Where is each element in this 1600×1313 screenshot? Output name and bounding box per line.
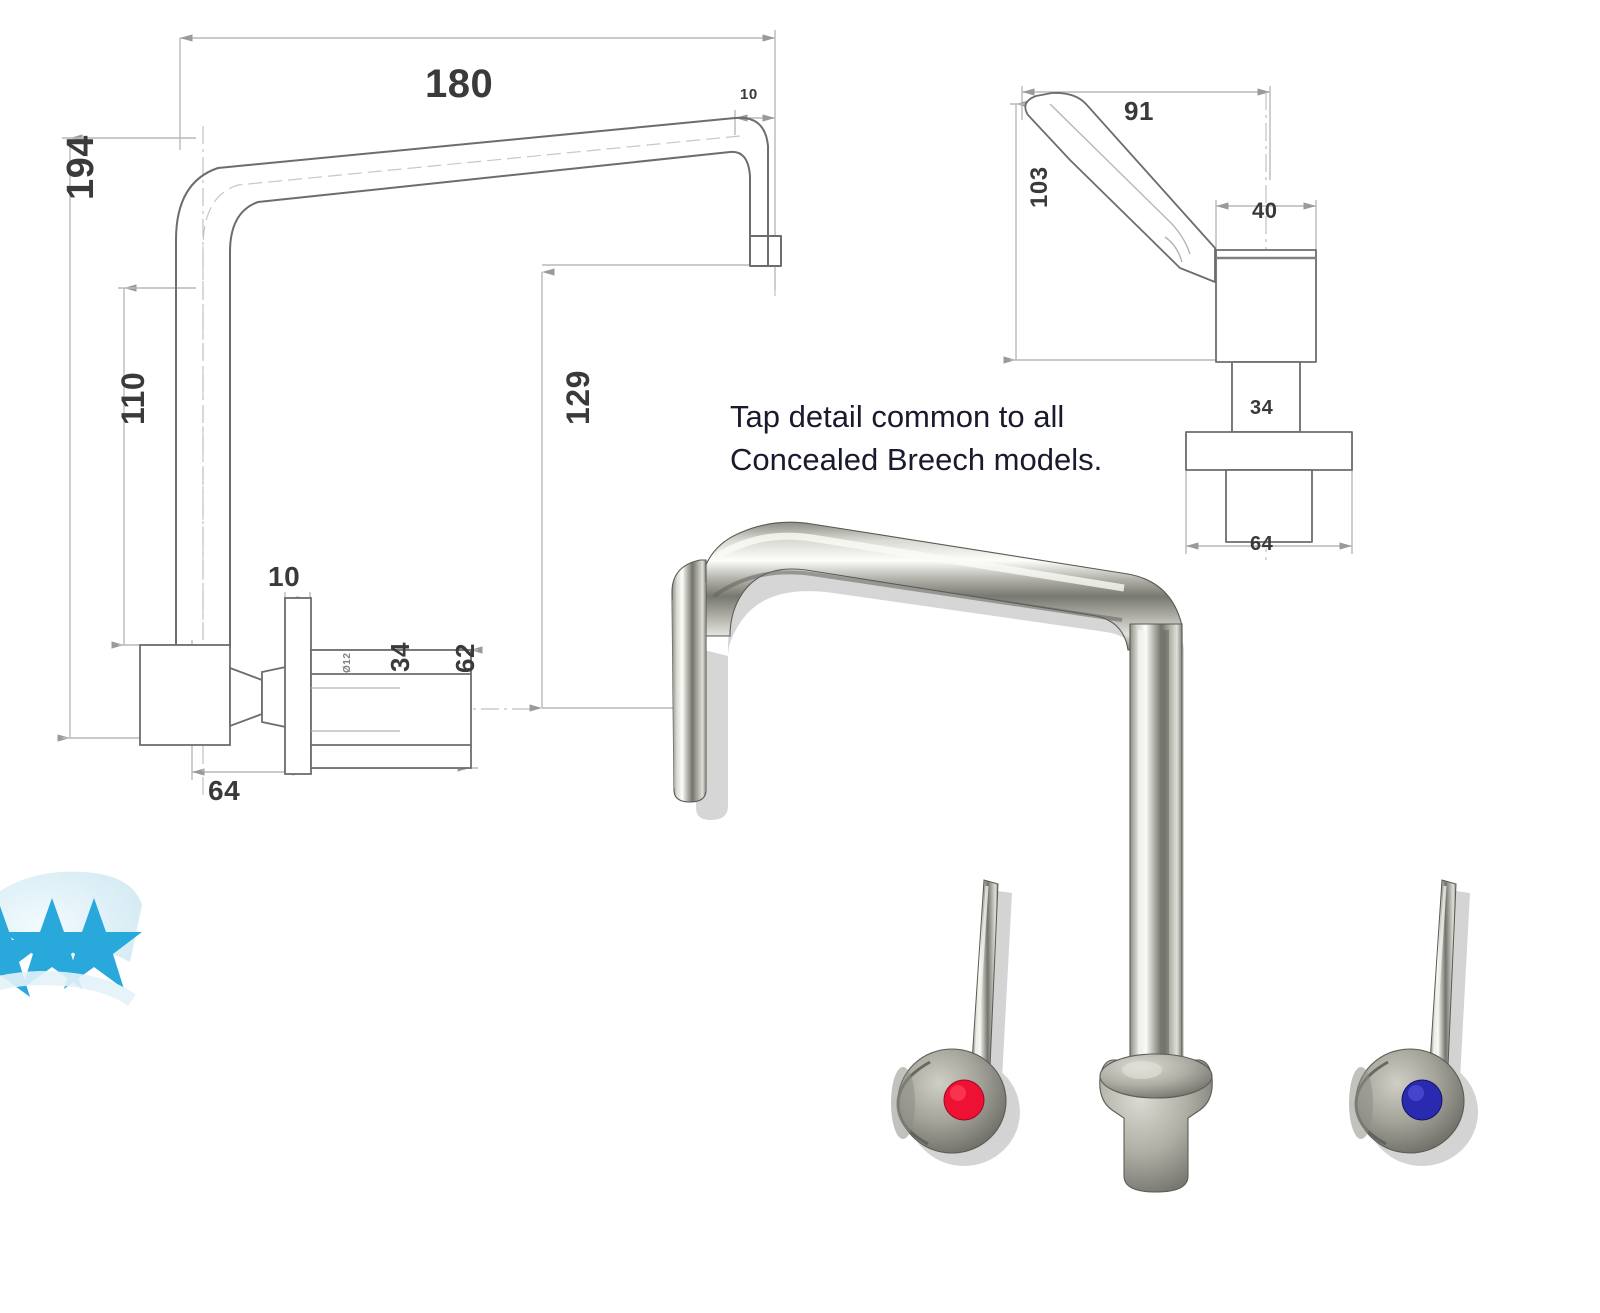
dim-label-34-shank: 34 [385,642,415,672]
dim-label-129: 129 [560,370,596,425]
dim-label-62-body: 62 [450,643,480,673]
hot-handle [891,879,1020,1166]
spout-centre-line [202,135,741,700]
dim-label-10-tip: 10 [740,86,758,103]
dim-label-180: 180 [425,62,494,106]
caption-line-2: Concealed Breech models. [730,441,1103,477]
chrome-faucet-photo [671,521,1213,1193]
spout-outline [175,116,782,738]
dim-label-194: 194 [60,135,102,200]
tap-detail-outline [1024,92,1353,543]
dim-label-103-lever-height: 103 [1026,166,1053,208]
tap-detail-caption: Tap detail common to all Concealed Breec… [730,396,1190,482]
dim-label-34-tap-shank: 34 [1250,397,1274,419]
dim-label-91-lever: 91 [1124,96,1154,126]
backplate-shank-assembly [139,597,472,775]
cold-handle [1349,879,1478,1166]
dim-label-10-plate: 10 [268,561,301,592]
caption-line-1: Tap detail common to all [730,399,1065,434]
dim-label-110: 110 [115,371,151,425]
dim-label-64-backplate: 64 [208,775,241,806]
faucet-riser [1129,623,1183,1067]
dim-label-40-body: 40 [1252,198,1278,223]
three-star-badge [0,871,142,1006]
dim-label-bore-diameter: Ø12 [342,652,353,673]
dim-label-64-flange: 64 [1250,533,1274,555]
